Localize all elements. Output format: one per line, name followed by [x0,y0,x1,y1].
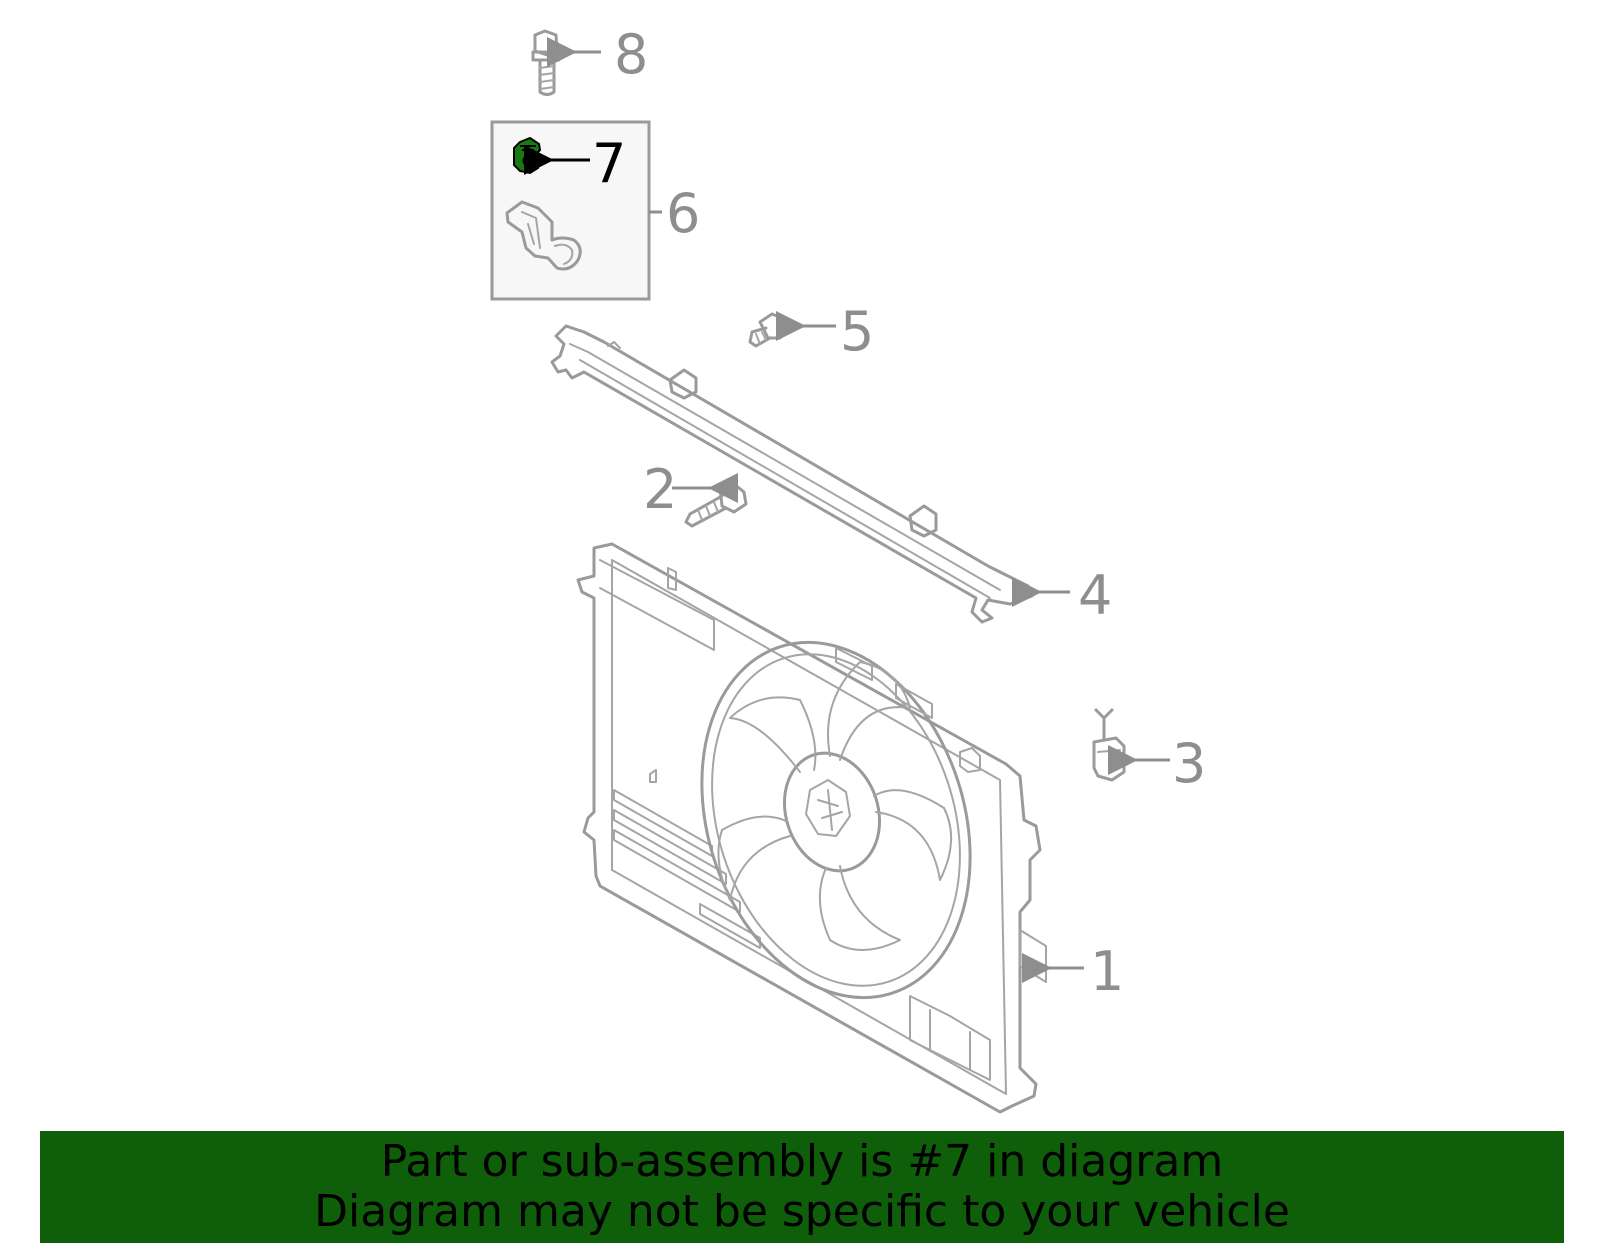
fan-shroud-assembly-part-1[interactable] [576,542,1047,1114]
callout-4[interactable]: 4 [1078,564,1112,627]
info-banner: Part or sub-assembly is #7 in diagram Di… [40,1131,1564,1243]
callout-5[interactable]: 5 [840,300,874,363]
banner-line-2: Diagram may not be specific to your vehi… [314,1186,1290,1237]
push-pin-part-5[interactable] [748,312,788,348]
callout-7[interactable]: 7 [592,132,626,195]
callout-8[interactable]: 8 [614,23,648,86]
callout-6[interactable]: 6 [666,182,700,245]
upper-rail-part-4[interactable] [550,324,1034,624]
clip-part-7-highlighted[interactable] [513,136,542,175]
clip-part-3[interactable] [1092,708,1126,782]
bolt-part-8[interactable] [531,29,561,96]
bolt-part-2[interactable] [684,482,748,528]
callout-3[interactable]: 3 [1172,732,1206,795]
banner-line-1: Part or sub-assembly is #7 in diagram [380,1136,1224,1187]
callout-1[interactable]: 1 [1090,940,1124,1003]
callout-2[interactable]: 2 [643,458,677,521]
